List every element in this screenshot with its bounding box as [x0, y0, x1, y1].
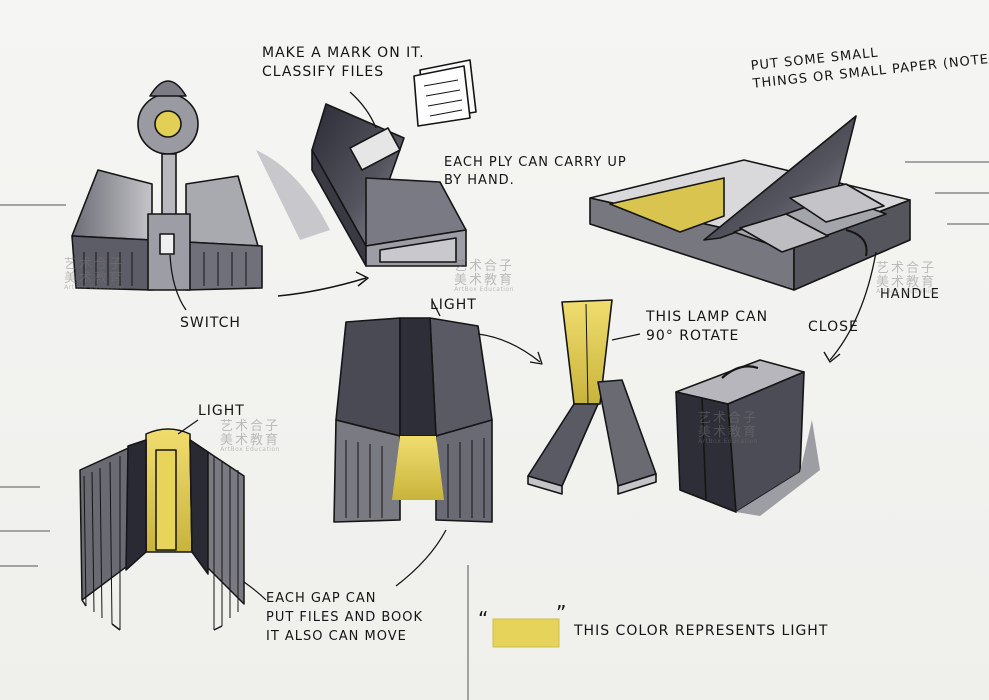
watermark: 艺术合子 美术教育 ArtBox Education	[220, 420, 280, 454]
label-light-left: LIGHT	[198, 403, 245, 419]
closed-case-sketch	[675, 359, 820, 516]
open-case-sketch	[589, 115, 911, 363]
note-line: BY HAND.	[444, 172, 515, 188]
book-lamp-sketch	[79, 419, 267, 631]
note-each-ply: EACH PLY CAN CARRY UP BY HAND.	[444, 154, 627, 189]
watermark-line: 美术教育	[64, 270, 125, 286]
note-line: CLASSIFY FILES	[262, 63, 385, 80]
label-light-top: LIGHT	[430, 297, 477, 313]
watermark-line: ArtBox Education	[698, 438, 758, 446]
rotating-lamp-sketch	[527, 299, 657, 495]
watermark-line: ArtBox Education	[876, 288, 936, 296]
note-each-gap: EACH GAP CAN PUT FILES AND BOOK IT ALSO …	[266, 590, 423, 647]
watermark-line: 美术教育	[876, 274, 937, 290]
watermark: 艺术合子 美术教育 ArtBox Education	[698, 412, 758, 446]
label-close: CLOSE	[808, 319, 859, 335]
note-line: THIS LAMP CAN	[646, 309, 769, 325]
note-line: PUT FILES AND BOOK	[266, 609, 424, 625]
watermark-line: ArtBox Education	[64, 284, 124, 292]
note-line: 90° ROTATE	[646, 327, 740, 344]
watermark-line: 艺术合子	[64, 257, 125, 272]
file-box-sketch	[256, 59, 477, 267]
watermark-line: 美术教育	[220, 432, 281, 448]
watermark-line: 艺术合子	[220, 419, 281, 434]
note-make-mark: MAKE A MARK ON IT. CLASSIFY FILES	[262, 44, 425, 82]
note-lamp-rotate: THIS LAMP CAN 90° ROTATE	[646, 308, 768, 346]
note-line: MAKE A MARK ON IT.	[262, 45, 425, 61]
legend-quote-close: ”	[556, 601, 568, 625]
watermark-line: 美术教育	[454, 272, 515, 288]
edge-ticks	[0, 161, 989, 700]
watermark-line: ArtBox Education	[454, 286, 514, 294]
label-handle: HANDLE	[880, 287, 940, 302]
watermark: 艺术合子 美术教育 ArtBox Education	[64, 258, 124, 292]
label-switch: SWITCH	[180, 315, 241, 331]
note-line: IT ALSO CAN MOVE	[266, 628, 407, 644]
watermark: 艺术合子 美术教育 ArtBox Education	[876, 262, 936, 296]
watermark: 艺术合子 美术教育 ArtBox Education	[454, 260, 514, 294]
watermark-line: 艺术合子	[876, 261, 937, 276]
watermark-line: 艺术合子	[698, 411, 759, 426]
watermark-line: ArtBox Education	[220, 446, 280, 454]
watermark-line: 美术教育	[698, 424, 759, 440]
lamp-organizer-sketch	[71, 80, 369, 311]
table-lamp-sketch	[333, 299, 543, 587]
note-line: EACH PLY CAN CARRY UP	[444, 155, 627, 170]
legend-quote-open: “	[478, 607, 490, 631]
legend-text: THIS COLOR REPRESENTS LIGHT	[574, 623, 829, 639]
note-line: EACH GAP CAN	[266, 591, 377, 606]
watermark-line: 艺术合子	[454, 259, 515, 274]
light-color-swatch	[492, 618, 560, 648]
